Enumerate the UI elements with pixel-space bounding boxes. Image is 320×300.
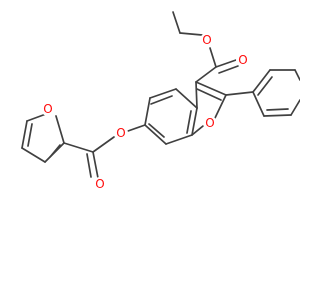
bond: [252, 69, 271, 93]
bond: [150, 95, 173, 105]
bond: [209, 47, 217, 68]
bond: [26, 113, 47, 122]
bond: [55, 115, 65, 144]
bond: [195, 81, 198, 109]
bond: [218, 65, 239, 74]
atom-o-ester2-alkoxy: O: [200, 33, 214, 47]
structure-canvas: O O O O O O: [21, 11, 300, 191]
bond: [21, 147, 46, 163]
bond: [148, 123, 165, 138]
bond: [195, 81, 227, 96]
atom-o-furan: O: [41, 102, 55, 116]
bond: [144, 97, 151, 126]
bond: [127, 124, 146, 132]
bond: [92, 151, 99, 179]
atom-label: O: [43, 102, 52, 116]
atom-label: O: [95, 177, 104, 191]
bond: [263, 114, 292, 117]
bond: [175, 88, 198, 109]
bond: [191, 125, 204, 136]
bond: [86, 153, 92, 178]
bond: [257, 76, 273, 96]
bond: [21, 120, 28, 149]
bond: [196, 88, 222, 101]
molecule-drawing: O O O O O O: [21, 11, 300, 191]
furoate-ester: [63, 124, 146, 179]
phenyl-ring: [225, 69, 300, 117]
benzene-ring-core: [144, 88, 198, 145]
atom-label: O: [116, 126, 125, 140]
bond: [49, 144, 61, 158]
furan-ring: [21, 113, 65, 163]
benzofuran-furan-ring: [191, 66, 227, 136]
atom-label: O: [238, 53, 247, 67]
atom-label: O: [202, 33, 211, 47]
atom-o-benzofuran: O: [203, 116, 217, 130]
bond: [144, 124, 167, 145]
atom-o-ester1-link: O: [114, 126, 128, 140]
bond: [179, 32, 203, 36]
bond: [149, 88, 177, 99]
atom-o-ester2-carbonyl: O: [236, 53, 250, 67]
bond: [172, 11, 181, 34]
atom-o-ester1-carbonyl: O: [93, 177, 107, 191]
bond: [27, 123, 33, 147]
bond: [186, 110, 192, 134]
ethyl-ester: [172, 11, 239, 74]
bond: [294, 69, 300, 81]
atom-label: O: [205, 116, 214, 130]
bond: [266, 108, 289, 111]
bond: [252, 91, 265, 117]
bond: [225, 91, 254, 96]
bond: [191, 107, 198, 136]
bond: [63, 142, 94, 153]
bond: [195, 66, 217, 83]
bond: [215, 59, 237, 68]
bond: [92, 136, 115, 153]
bond: [290, 99, 300, 116]
bond: [165, 134, 193, 145]
bond: [214, 94, 227, 119]
